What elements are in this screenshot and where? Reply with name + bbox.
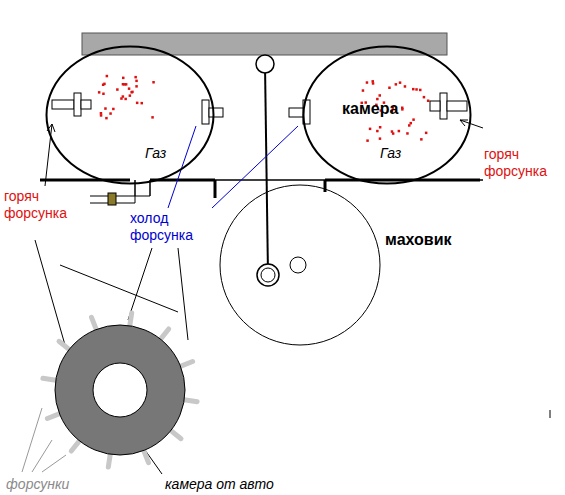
- gas-particle: [104, 107, 107, 110]
- dots: [98, 75, 430, 142]
- gas-particle: [415, 88, 418, 91]
- gas-particle: [392, 132, 395, 135]
- gas-particle: [398, 130, 401, 133]
- chamber-label: Газ: [380, 145, 401, 161]
- gas-particle: [376, 98, 379, 101]
- callout-label: маховик: [385, 230, 505, 249]
- gas-particle: [423, 96, 426, 99]
- gas-particle: [129, 94, 132, 97]
- callout-label: горяч форсунка: [4, 188, 84, 222]
- tyre-ring: [43, 313, 197, 467]
- gas-particle: [379, 137, 382, 140]
- gas-particle: [100, 112, 103, 115]
- gas-particle: [404, 85, 407, 88]
- gas-particle: [136, 102, 139, 105]
- chamber-ellipse: камераГаз: [302, 45, 472, 185]
- callout-label: холод форсунка: [130, 210, 220, 244]
- callout-label: горяч форсунка: [484, 146, 562, 180]
- gas-particle: [100, 114, 103, 117]
- gas-particle: [109, 112, 112, 115]
- gas-particle: [122, 77, 125, 80]
- injectors: [52, 93, 467, 124]
- callout-label: камера от авто: [165, 476, 345, 493]
- gas-particle: [379, 94, 382, 97]
- gas-particle: [141, 102, 144, 105]
- gas-particle: [103, 83, 106, 86]
- gas-particle: [401, 108, 404, 111]
- gas-particle: [366, 81, 369, 84]
- gas-particle: [379, 126, 382, 129]
- callout-label: форсунки: [6, 476, 106, 493]
- gas-particle: [395, 83, 398, 86]
- gas-particle: [116, 88, 119, 91]
- chamber-ellipse: Газ: [45, 45, 215, 185]
- gas-particle: [130, 91, 133, 94]
- chamber-label: Газ: [145, 145, 166, 161]
- gas-particle: [362, 89, 365, 92]
- gas-particle: [369, 128, 372, 131]
- gas-particle: [420, 138, 423, 141]
- gas-particle: [112, 108, 115, 111]
- gas-particle: [131, 91, 134, 94]
- gas-particle: [105, 117, 108, 120]
- gas-particle: [425, 132, 428, 135]
- mark: [550, 410, 551, 418]
- ellipse-outline: [45, 45, 215, 185]
- chamber-label: камера: [342, 100, 398, 118]
- flywheel: [220, 185, 380, 345]
- gas-particle: [408, 124, 411, 127]
- gas-particle: [410, 122, 413, 125]
- top-beam: [82, 33, 447, 55]
- gas-particle: [106, 75, 109, 78]
- gas-particle: [376, 130, 379, 133]
- gas-particle: [124, 98, 127, 101]
- gas-particle: [406, 132, 409, 135]
- connecting-rod: [256, 55, 279, 286]
- gas-particle: [123, 83, 126, 86]
- base-rail: [40, 180, 483, 205]
- gas-particle: [151, 116, 154, 119]
- gas-particle: [366, 139, 369, 142]
- gas-particle: [120, 97, 123, 100]
- gas-particle: [128, 87, 131, 90]
- gas-particle: [135, 80, 138, 83]
- gas-particle: [134, 76, 137, 79]
- gas-particle: [412, 118, 415, 121]
- gas-particle: [98, 91, 101, 94]
- gas-particle: [412, 88, 415, 91]
- gas-particle: [388, 87, 391, 90]
- gas-particle: [102, 93, 105, 96]
- gas-particle: [135, 85, 138, 88]
- gas-particle: [152, 81, 155, 84]
- gas-particle: [427, 100, 430, 103]
- gas-particle: [419, 89, 422, 92]
- gas-particle: [372, 80, 375, 83]
- gas-particle: [399, 81, 402, 84]
- leader-lines: [22, 120, 483, 474]
